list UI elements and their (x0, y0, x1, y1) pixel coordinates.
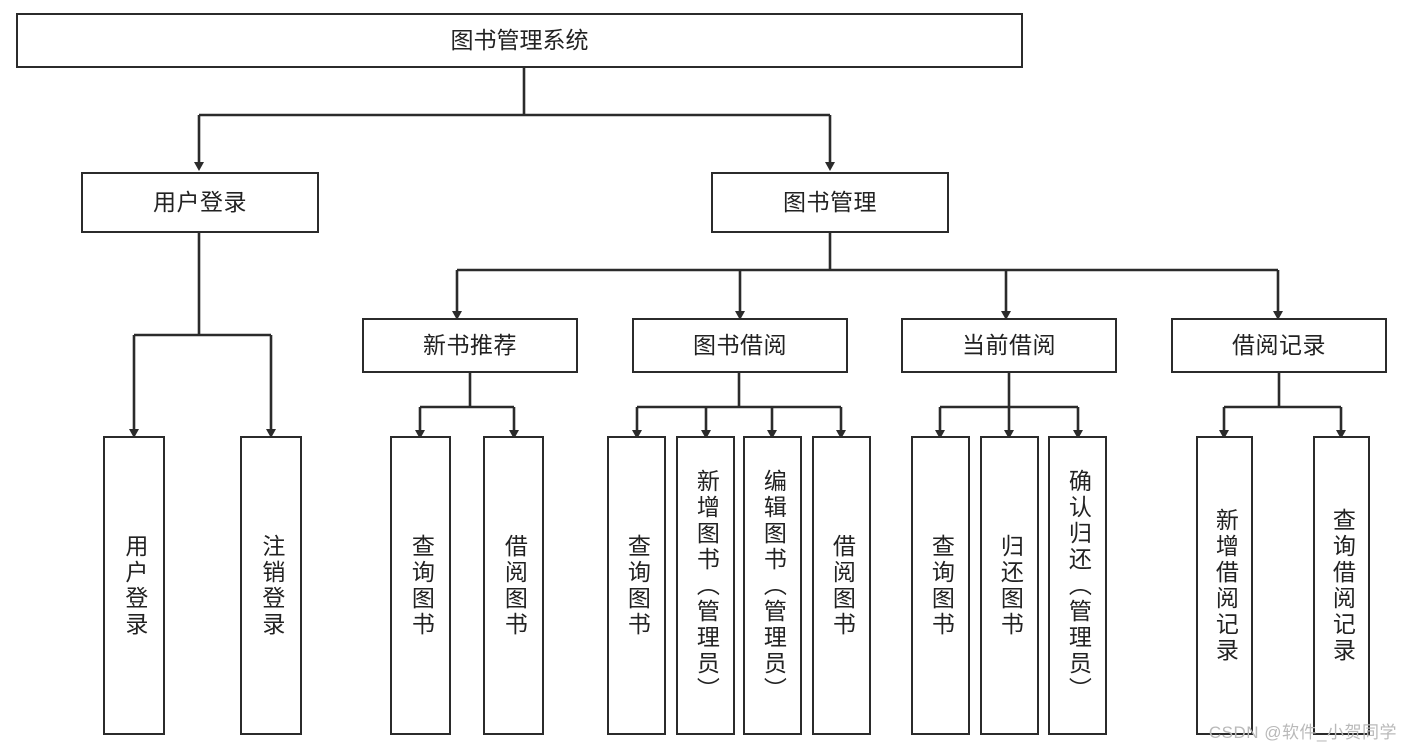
leaf-query-book-1-label: 查询图书 (408, 533, 435, 638)
node-borrow-record-label: 借阅记录 (1232, 331, 1326, 358)
leaf-add-book-label: 新增图书（管理员） (693, 468, 720, 703)
leaf-borrow-book-1-label: 借阅图书 (501, 533, 528, 638)
leaf-user-logout[interactable]: 注销登录 (240, 436, 302, 735)
node-book-borrow[interactable]: 图书借阅 (632, 318, 848, 373)
leaf-query-book-2[interactable]: 查询图书 (607, 436, 666, 735)
leaf-return-book[interactable]: 归还图书 (980, 436, 1039, 735)
node-user-login-label: 用户登录 (153, 188, 247, 215)
leaf-add-record[interactable]: 新增借阅记录 (1196, 436, 1253, 735)
leaf-confirm-return[interactable]: 确认归还（管理员） (1048, 436, 1107, 735)
watermark: CSDN @软件_小贺同学 (1208, 723, 1397, 742)
leaf-edit-book[interactable]: 编辑图书（管理员） (743, 436, 802, 735)
leaf-query-record[interactable]: 查询借阅记录 (1313, 436, 1370, 735)
node-current-borrow-label: 当前借阅 (962, 331, 1056, 358)
node-book-manage-label: 图书管理 (783, 188, 877, 215)
node-user-login[interactable]: 用户登录 (81, 172, 319, 233)
leaf-query-book-2-label: 查询图书 (624, 533, 651, 638)
leaf-borrow-book-2[interactable]: 借阅图书 (812, 436, 871, 735)
leaf-add-record-label: 新增借阅记录 (1212, 507, 1239, 664)
leaf-return-book-label: 归还图书 (997, 533, 1024, 638)
leaf-query-book-3[interactable]: 查询图书 (911, 436, 970, 735)
leaf-query-record-label: 查询借阅记录 (1329, 507, 1356, 664)
node-new-book-recommend-label: 新书推荐 (423, 331, 517, 358)
node-book-borrow-label: 图书借阅 (693, 331, 787, 358)
node-root-label: 图书管理系统 (450, 26, 589, 53)
leaf-add-book[interactable]: 新增图书（管理员） (676, 436, 735, 735)
leaf-query-book-1[interactable]: 查询图书 (390, 436, 451, 735)
leaf-borrow-book-1[interactable]: 借阅图书 (483, 436, 544, 735)
node-book-manage[interactable]: 图书管理 (711, 172, 949, 233)
leaf-borrow-book-2-label: 借阅图书 (829, 533, 856, 638)
leaf-user-login-label: 用户登录 (121, 533, 148, 638)
leaf-user-login[interactable]: 用户登录 (103, 436, 165, 735)
leaf-user-logout-label: 注销登录 (258, 533, 285, 638)
leaf-edit-book-label: 编辑图书（管理员） (760, 468, 787, 703)
node-new-book-recommend[interactable]: 新书推荐 (362, 318, 578, 373)
leaf-confirm-return-label: 确认归还（管理员） (1065, 468, 1092, 703)
leaf-query-book-3-label: 查询图书 (928, 533, 955, 638)
node-borrow-record[interactable]: 借阅记录 (1171, 318, 1387, 373)
node-current-borrow[interactable]: 当前借阅 (901, 318, 1117, 373)
node-root[interactable]: 图书管理系统 (16, 13, 1023, 68)
